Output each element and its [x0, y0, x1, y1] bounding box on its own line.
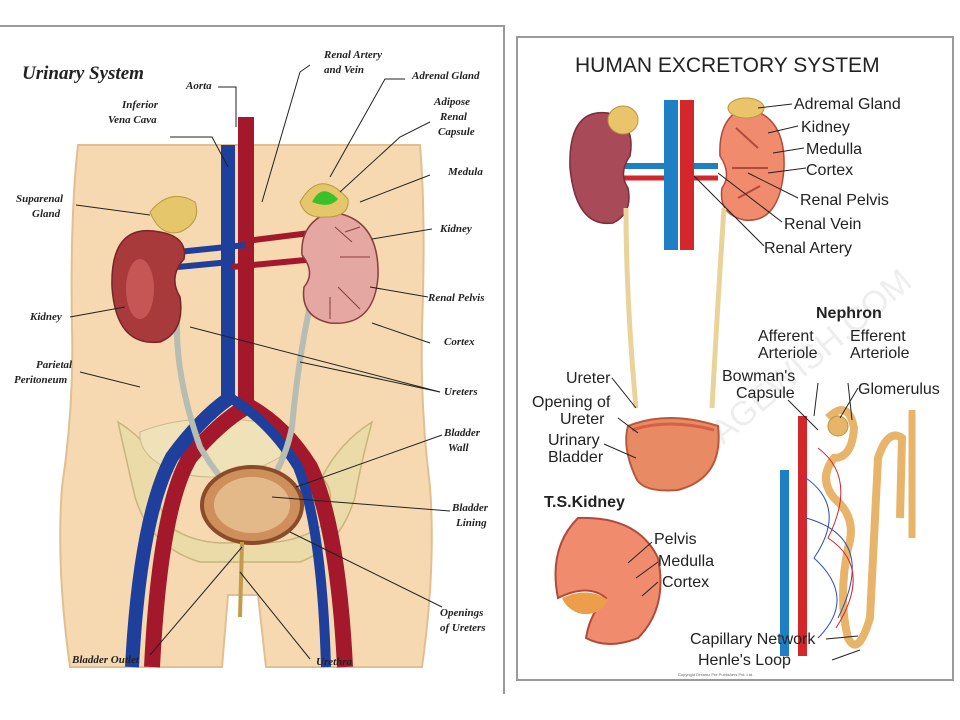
left-leader-lines	[69, 64, 451, 660]
glomerulus-label: Glomerulus	[858, 381, 940, 398]
bladder-wall-label-2: Wall	[448, 442, 470, 454]
opening-of-ureter-label-1: Opening of	[532, 394, 611, 411]
urethra	[238, 541, 244, 618]
bladder-lining-label-2: Lining	[455, 517, 487, 529]
adipose-capsule-label-2: Renal	[439, 111, 468, 123]
inferior-vena-cava-label-2: Vena Cava	[108, 114, 157, 126]
renal-artery-label: Renal Artery	[764, 240, 852, 257]
aorta-right	[680, 100, 694, 250]
henles-loop-label: Henle's Loop	[698, 652, 791, 669]
nephron-label: Nephron	[816, 305, 882, 322]
bowmans-label-2: Capsule	[736, 385, 795, 402]
renal-pelvis-label-right: Renal Pelvis	[800, 192, 889, 209]
bladder-lining-label-1: Bladder	[451, 502, 489, 514]
kidney-right-label: Kidney	[29, 311, 62, 323]
excretory-system-panel: IMAGEWISH.COM HUMAN EXCRETORY SYSTEM	[516, 36, 954, 681]
afferent-label-1: Afferent	[758, 328, 814, 345]
vena-cava	[664, 100, 678, 250]
openings-of-ureters-label-2: of Ureters	[440, 622, 486, 634]
bowmans-label-1: Bowman's	[722, 368, 795, 385]
kidney-left-diagram	[719, 107, 785, 221]
excretory-system-diagram: IMAGEWISH.COM HUMAN EXCRETORY SYSTEM	[532, 54, 940, 677]
bladder-wall-label-1: Bladder	[443, 427, 481, 439]
ureter-left	[269, 286, 317, 481]
renal-vein-label: Renal Vein	[784, 216, 861, 233]
suparenal-gland-label-2: Gland	[32, 208, 61, 220]
adrenal-gland-label: Adrenal Gland	[411, 70, 480, 82]
bladder-outlet-label: Bladder Outlet	[71, 654, 140, 666]
urinary-bladder-label-2: Bladder	[548, 449, 604, 466]
ts-kidney-label: T.S.Kidney	[544, 494, 625, 511]
kidney-right-diagram	[569, 111, 632, 225]
parietal-peritoneum-label-1: Parietal	[36, 359, 73, 371]
efferent-label-2: Arteriole	[850, 345, 910, 362]
aorta-label: Aorta	[185, 80, 212, 92]
ureter-right	[173, 306, 225, 481]
cortex-label-right: Cortex	[806, 162, 853, 179]
nephron-tubule	[822, 406, 907, 649]
efferent-label-1: Efferent	[850, 328, 906, 345]
right-leader-lines	[603, 103, 861, 661]
efferent-vessel	[780, 470, 789, 656]
urinary-system-diagram: Urinary System Aorta Inferior Vena Cava …	[14, 49, 489, 668]
ureters-label: Ureters	[444, 386, 478, 398]
renal-pelvis-label: Renal Pelvis	[427, 292, 485, 304]
kidney-left-label: Kidney	[439, 223, 472, 235]
adipose-capsule-label-3: Capsule	[438, 126, 475, 138]
urinary-system-panel: Urinary System Aorta Inferior Vena Cava …	[0, 25, 505, 694]
pelvis-label: Pelvis	[654, 531, 697, 548]
medulla-label: Medulla	[806, 141, 862, 158]
suparenal-gland	[149, 195, 198, 234]
afferent-vessel	[798, 416, 807, 656]
opening-of-ureter-label-2: Ureter	[560, 411, 605, 428]
openings-of-ureters-label-1: Openings	[440, 607, 483, 619]
capillary-network-label: Capillary Network	[690, 631, 816, 648]
adipose-capsule-label-1: Adipose	[433, 96, 470, 108]
suparenal-gland-label-1: Suparenal	[16, 193, 64, 205]
renal-artery-vein-label-2: and Vein	[324, 64, 364, 76]
kidney-left	[301, 211, 379, 325]
ts-kidney	[554, 516, 662, 645]
ureter-label: Ureter	[566, 370, 611, 387]
inferior-vena-cava-label-1: Inferior	[121, 99, 159, 111]
right-title: HUMAN EXCRETORY SYSTEM	[575, 54, 880, 77]
inferior-vena-cava	[125, 145, 235, 668]
renal-artery-vein-label-1: Renal Artery	[323, 49, 382, 61]
left-title: Urinary System	[22, 63, 144, 84]
adremal-gland-label: Adremal Gland	[794, 96, 901, 113]
kidney-label: Kidney	[801, 119, 850, 136]
ts-medulla-label: Medulla	[658, 553, 714, 570]
parietal-peritoneum-label-2: Peritoneum	[14, 374, 68, 386]
cortex-label: Cortex	[444, 336, 475, 348]
afferent-label-2: Arteriole	[758, 345, 818, 362]
ts-cortex-label: Cortex	[662, 574, 709, 591]
medula-label: Medula	[447, 166, 483, 178]
copyright-text: Copyright Dreamz Pre Publishers Pvt. Ltd…	[678, 672, 753, 677]
urinary-bladder	[625, 417, 720, 492]
aorta	[144, 117, 254, 668]
urinary-bladder-label-1: Urinary	[548, 432, 600, 449]
urethra-label: Urethra	[316, 656, 353, 668]
